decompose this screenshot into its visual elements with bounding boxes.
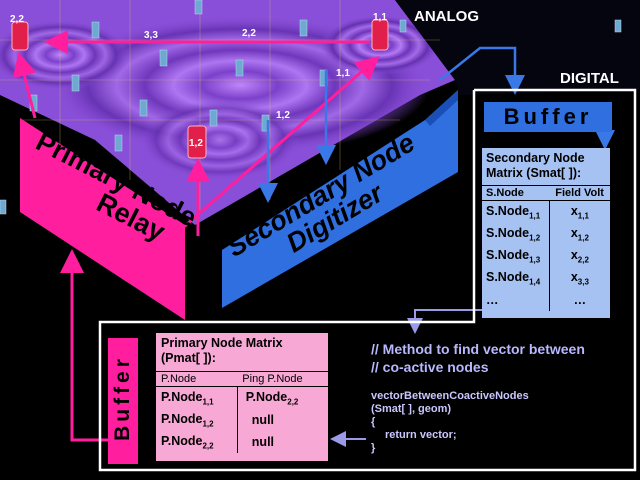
code-line4: return vector; (385, 429, 457, 441)
secondary-label-12: 1,2 (276, 110, 290, 121)
matrix-to-code-arrow (407, 309, 482, 334)
cell-val-sub: 2,2 (577, 255, 589, 265)
secondary-col-header-node: S.Node (482, 185, 550, 201)
cell-node-sub: 1,4 (529, 277, 541, 287)
code-comment-line2: // co-active nodes (371, 359, 489, 375)
cell-val: x (570, 225, 578, 240)
table-row: S.Node1,3 x2,2 (482, 245, 610, 267)
primary-buffer: Buffer (108, 338, 138, 464)
secondary-matrix-title: Secondary Node Matrix (Smat[ ]): (486, 151, 585, 180)
secondary-buffer: Buffer (484, 102, 612, 132)
secondary-digitizer-panel (222, 90, 458, 308)
analog-label: ANALOG (414, 8, 479, 25)
relay-diagonal-arrow (177, 56, 380, 234)
cell-node-sub: 2,2 (202, 441, 214, 451)
cell-val-sub: 2,2 (287, 397, 299, 407)
cell-node: S.Node (486, 269, 530, 284)
digital-frame (98, 88, 637, 472)
primary-matrix-title: Primary Node Matrix (Pmat[ ]): (161, 336, 283, 365)
code-line1: vectorBetweenCoactiveNodes (371, 390, 529, 402)
cell-val: x (570, 269, 578, 284)
primary-col-header-node: P.Node (156, 371, 238, 387)
primary-node-matrix: Primary Node Matrix (Pmat[ ]): P.Node Pi… (156, 333, 328, 461)
relay-left-arrow (12, 52, 37, 119)
code-line5: } (371, 442, 376, 454)
secondary-label-11: 1,1 (336, 68, 350, 79)
code-comment-line1: // Method to find vector between (371, 341, 585, 357)
arrow-label-22: 2,2 (242, 28, 256, 39)
cell-node: S.Node (486, 203, 530, 218)
code-line2: (Smat[ ], geom) (371, 403, 452, 415)
digital-label: DIGITAL (560, 70, 619, 87)
code-line3: { (371, 416, 376, 428)
cell-val-sub: 1,2 (577, 233, 589, 243)
node-label-11: 1,1 (373, 12, 387, 23)
table-row: P.Node1,2 null (156, 409, 328, 431)
cell-node: S.Node (486, 247, 530, 262)
cell-node: P.Node (161, 433, 203, 448)
cell-node-sub: 1,2 (202, 419, 214, 429)
cell-node-sub: 1,1 (202, 397, 214, 407)
cell-val: P.Node (245, 389, 288, 404)
cell-val: x (570, 203, 578, 218)
secondary-col-header-volt: Field Volt (549, 185, 610, 201)
node-label-22: 2,2 (10, 14, 24, 25)
primary-buffer-label: Buffer (111, 355, 134, 441)
cell-node-sub: 1,1 (529, 211, 541, 221)
cell-val: null (251, 413, 275, 427)
cell-node: P.Node (161, 389, 203, 404)
cell-val: … (573, 293, 587, 307)
table-row: P.Node2,2 null (156, 431, 328, 453)
table-row: S.Node1,1 x1,1 (482, 200, 610, 223)
table-row: P.Node1,1 P.Node2,2 (156, 386, 328, 409)
cell-val: null (251, 435, 275, 449)
primary-node-11 (371, 19, 389, 51)
table-row: … … (482, 289, 610, 311)
cell-node-sub: 1,3 (529, 255, 541, 265)
code-comment: // Method to find vector between // co-a… (371, 340, 585, 376)
cell-node: P.Node (161, 411, 203, 426)
cell-val-sub: 3,3 (577, 277, 589, 287)
buffer-to-relay-arrow (60, 249, 108, 442)
primary-node-22 (11, 21, 29, 51)
secondary-node-matrix: Secondary Node Matrix (Smat[ ]): S.Node … (482, 148, 610, 318)
cell-node: S.Node (486, 225, 530, 240)
code-body: vectorBetweenCoactiveNodes (Smat[ ], geo… (371, 390, 529, 455)
cell-node-sub: 1,2 (529, 233, 541, 243)
cell-val-sub: 1,1 (577, 211, 589, 221)
primary-relay-panel (20, 118, 185, 320)
cell-val: x (570, 247, 578, 262)
node-label-12: 1,2 (189, 138, 203, 149)
arrow-label-33: 3,3 (144, 30, 158, 41)
table-row: S.Node1,4 x3,3 (482, 267, 610, 289)
digitizer-to-buffer-arrow (439, 46, 525, 95)
table-row: S.Node1,2 x1,2 (482, 223, 610, 245)
cell-node: … (486, 293, 499, 307)
primary-col-header-ping: Ping P.Node (237, 371, 328, 387)
